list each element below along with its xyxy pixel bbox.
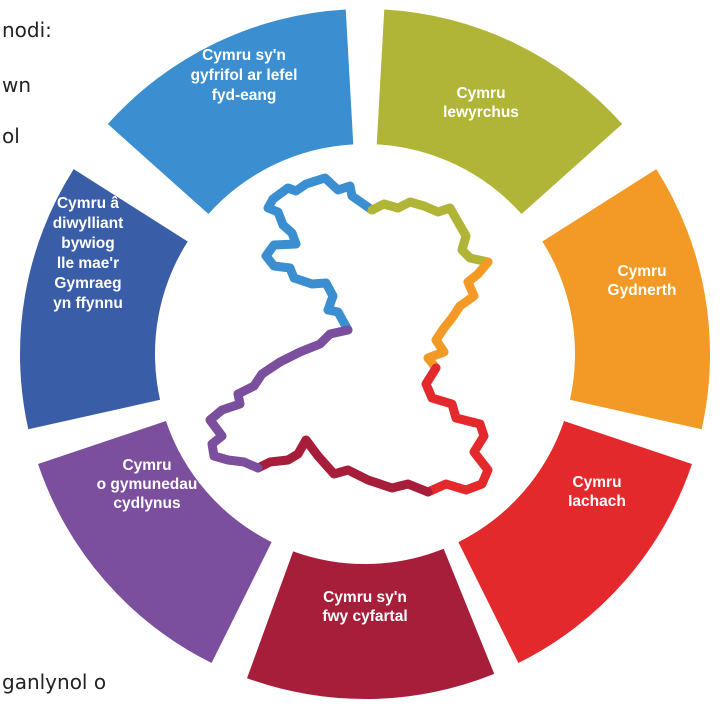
goal-segment-goal-prosperous — [376, 9, 623, 215]
goal-label-line: gyfrifol ar lefel — [191, 67, 298, 84]
wales-outline-southeast — [421, 363, 493, 497]
wales-outline-southwest — [205, 325, 353, 473]
goal-label-line: fwy cyfartal — [322, 608, 407, 625]
goal-label-line: Cymru sy'n — [323, 589, 407, 606]
goal-label-line: yn ffynnu — [53, 295, 123, 312]
wales-outline-northwest — [261, 173, 377, 335]
goal-label-goal-cohesive-communities: Cymru o gymunedau cydlynus — [97, 457, 198, 512]
goal-label-line: Cymru — [617, 263, 666, 280]
goal-label-line: Cymru â — [57, 195, 119, 212]
goal-label-line: Cymru — [456, 85, 505, 102]
goal-label-line: diwylliant — [53, 215, 124, 232]
goal-label-line: o gymunedau — [97, 476, 198, 493]
wales-outline-south — [253, 435, 433, 497]
goal-label-line: bywiog — [61, 235, 114, 252]
wales-map-outline — [205, 173, 493, 497]
body-text-fragment: ol — [2, 124, 20, 148]
goal-label-goal-more-equal: Cymru sy'n fwy cyfartal — [322, 589, 407, 625]
goal-label-line: Gydnerth — [608, 282, 677, 299]
goal-segment-goal-vibrant-culture — [20, 169, 188, 430]
goal-label-goal-globally-responsible: Cymru sy'n gyfrifol ar lefel fyd-eang — [191, 47, 298, 104]
goal-label-line: lewyrchus — [443, 104, 519, 121]
wales-outline-north — [367, 197, 493, 267]
wales-outline-east — [423, 257, 493, 373]
goal-label-goal-prosperous: Cymru lewyrchus — [443, 85, 519, 121]
body-text-fragment: nodi: — [2, 18, 52, 42]
goal-label-line: lle mae'r — [57, 255, 119, 272]
goal-label-line: fyd-eang — [212, 87, 277, 104]
goal-label-line: Gymraeg — [54, 275, 121, 292]
body-text-fragment: wn — [2, 73, 32, 97]
goal-segment-goal-healthier — [458, 420, 692, 664]
goal-label-line: Cymru — [122, 457, 171, 474]
goal-segment-goal-more-equal — [247, 548, 495, 700]
goal-label-line: Cymru — [572, 474, 621, 491]
body-text-fragment: ganlynol o — [2, 670, 107, 694]
goal-label-line: Cymru sy'n — [202, 47, 286, 64]
goal-label-line: cydlynus — [113, 495, 180, 512]
goal-segment-goal-cohesive-communities — [38, 420, 272, 664]
goal-label-line: Iachach — [568, 493, 626, 510]
goal-segment-goal-resilient — [542, 169, 711, 430]
goal-segment-goal-globally-responsible — [107, 9, 354, 215]
